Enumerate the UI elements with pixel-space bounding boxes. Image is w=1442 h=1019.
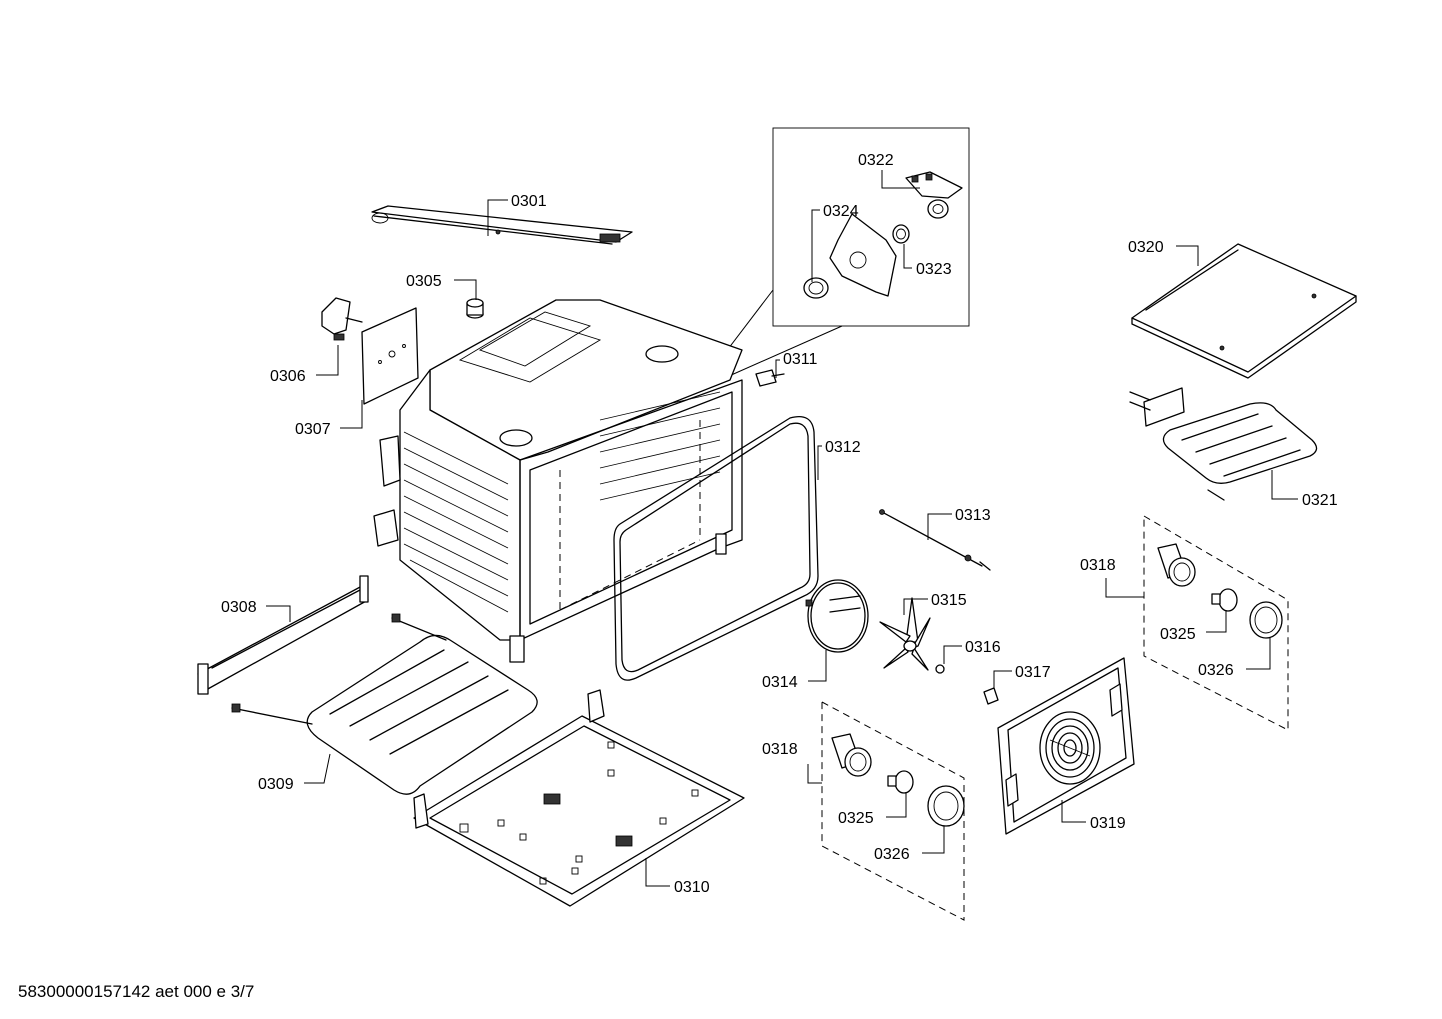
part-0315-fan [879, 597, 931, 671]
part-0306-thermostat [321, 297, 363, 341]
label-0322: 0322 [858, 152, 894, 169]
label-0325-left: 0325 [838, 810, 874, 827]
label-0301: 0301 [511, 193, 547, 210]
label-0315: 0315 [931, 592, 967, 609]
part-0308-bracket [197, 575, 369, 695]
part-0321-grill-element [1129, 387, 1318, 501]
left-rack-ribs [403, 431, 509, 613]
label-0325-right: 0325 [1160, 626, 1196, 643]
label-0308: 0308 [221, 599, 257, 616]
lamp-group-left [821, 701, 965, 921]
label-0318-right: 0318 [1080, 557, 1116, 574]
label-0326-right: 0326 [1198, 662, 1234, 679]
part-0317-clip [983, 687, 999, 705]
label-0313: 0313 [955, 507, 991, 524]
part-0313-probe [879, 509, 991, 571]
label-0324: 0324 [823, 203, 859, 220]
part-0312-gasket [613, 415, 819, 681]
part-labels: 0301 0305 0306 0307 0308 0309 0310 0311 … [221, 152, 1338, 896]
part-0319-fan-cover [997, 657, 1135, 835]
leader-lines [266, 170, 1298, 887]
part-0301-rail [371, 205, 633, 245]
part-0323-seal-ring [892, 224, 910, 244]
part-0322-bracket [905, 171, 963, 219]
label-0326-left: 0326 [874, 846, 910, 863]
part-0320-tray [1131, 243, 1357, 379]
part-0305-cap [466, 298, 484, 319]
label-0319: 0319 [1090, 815, 1126, 832]
label-0306: 0306 [270, 368, 306, 385]
part-0307-bracket-plate [361, 307, 419, 405]
tray-tabs [459, 741, 699, 885]
lamp-group-right [1143, 515, 1289, 731]
part-0311-pin [755, 369, 785, 387]
label-0316: 0316 [965, 639, 1001, 656]
part-0310-bottom-plate [413, 689, 745, 907]
label-0323: 0323 [916, 261, 952, 278]
label-0309: 0309 [258, 776, 294, 793]
part-0314-ring-element [805, 579, 869, 653]
label-0307: 0307 [295, 421, 331, 438]
part-0309-lower-element [231, 613, 538, 795]
part-0316-nut [935, 664, 945, 674]
label-0311: 0311 [783, 351, 818, 368]
label-0314: 0314 [762, 674, 798, 691]
label-0320: 0320 [1128, 239, 1164, 256]
drawing-code: 58300000157142 aet 000 e 3/7 [18, 982, 255, 1001]
label-0310: 0310 [674, 879, 710, 896]
label-0317: 0317 [1015, 664, 1051, 681]
label-0305: 0305 [406, 273, 442, 290]
part-0324-mount-plate [803, 213, 897, 299]
oven-cavity [373, 299, 743, 663]
label-0321: 0321 [1302, 492, 1338, 509]
label-0318-left: 0318 [762, 741, 798, 758]
label-0312: 0312 [825, 439, 861, 456]
